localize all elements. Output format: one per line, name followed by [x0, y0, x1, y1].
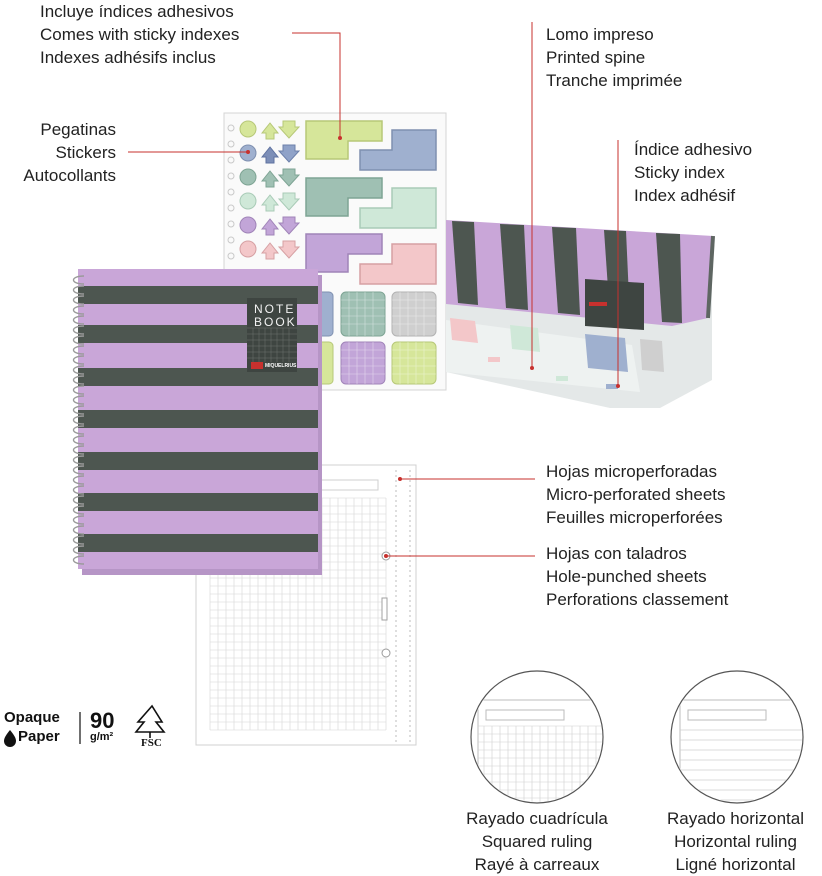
callout-sticky-index: Índice adhesivo Sticky index Index adhés… [634, 140, 753, 205]
callout-stickers: Pegatinas Stickers Autocollants [23, 120, 116, 185]
fsc-label: FSC [141, 737, 162, 749]
open-notebook [446, 220, 715, 408]
opaque-paper-badge: Opaque Paper [4, 708, 60, 746]
closed-notebook [72, 269, 322, 575]
opaque-text: Opaque [4, 709, 60, 726]
cover-brand: MIQUELRIUS [265, 363, 297, 369]
paper-text: Paper [18, 728, 60, 745]
cover-title-line2: BOOK [254, 315, 297, 329]
leader-lines [128, 22, 619, 557]
label-horizontal-ruling: Rayado horizontal Horizontal ruling Lign… [666, 809, 805, 874]
callout-micro-perforated: Hojas microperforadas Micro-perforated s… [546, 462, 726, 527]
callout-printed-spine: Lomo impreso Printed spine Tranche impri… [546, 25, 683, 90]
callout-sticky-indexes: Incluye índices adhesivos Comes with sti… [40, 2, 240, 67]
cover-title: NOTE BOOK [254, 303, 297, 329]
cover-title-line1: NOTE [254, 302, 296, 316]
horizontal-ruling-sample [670, 670, 804, 804]
fsc-tree-icon [134, 704, 166, 738]
squared-ruling-sample [470, 670, 604, 804]
label-squared-ruling: Rayado cuadrícula Squared ruling Rayé à … [466, 809, 608, 874]
paper-weight-unit: g/m² [90, 731, 114, 743]
callout-hole-punched: Hojas con taladros Hole-punched sheets P… [546, 544, 729, 609]
opaque-drop-icon [4, 730, 16, 747]
paper-weight: 90 [90, 708, 115, 733]
